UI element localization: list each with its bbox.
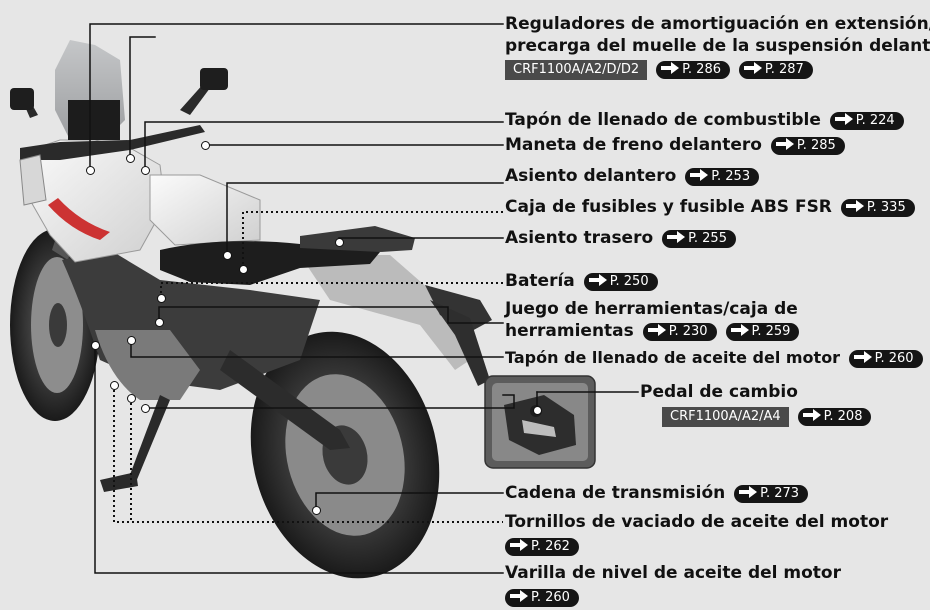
pointer-dot	[201, 141, 210, 150]
pointer-dot	[127, 336, 136, 345]
front-brake-label: Maneta de freno delantero P. 285	[505, 134, 845, 156]
tool-kit-label-2: herramientas P. 230 P. 259	[505, 320, 800, 342]
pointer-dot	[141, 404, 150, 413]
arrow-right-icon	[775, 138, 794, 150]
arrow-right-icon	[510, 539, 528, 551]
front-suspension-label-2: precarga del muelle de la suspensión del…	[505, 36, 930, 56]
arrow-right-icon	[647, 324, 666, 336]
leader-oil-filler	[130, 339, 504, 358]
drive-chain-label: Cadena de transmisión P. 273	[505, 482, 809, 504]
gearshift-label: Pedal de cambio	[640, 382, 798, 402]
arrow-right-icon	[730, 324, 749, 336]
page-ref[interactable]: P. 286	[656, 61, 730, 79]
arrow-right-icon	[845, 200, 864, 212]
page-ref[interactable]: P. 259	[725, 323, 800, 341]
page-ref[interactable]: P. 208	[797, 408, 872, 426]
pointer-dot	[110, 381, 119, 390]
pointer-dot	[157, 294, 166, 303]
drain-bolts-label: Tornillos de vaciado de aceite del motor	[505, 512, 889, 532]
leader-battery	[160, 282, 503, 298]
leader-tool-kit	[158, 306, 504, 324]
tool-kit-label: Juego de herramientas/caja de	[505, 299, 798, 319]
page-ref[interactable]: P. 262	[505, 538, 579, 556]
gearshift-refs: CRF1100A/A2/A4 P. 208	[662, 405, 872, 427]
leader-front-susp-2	[129, 36, 156, 159]
page-ref[interactable]: P. 250	[583, 273, 658, 291]
arrow-right-icon	[853, 351, 872, 363]
arrow-right-icon	[739, 486, 758, 498]
page-ref[interactable]: P. 285	[770, 137, 845, 155]
page-ref[interactable]: P. 224	[829, 112, 904, 130]
model-badge: CRF1100A/A2/A4	[662, 407, 789, 427]
arrow-right-icon	[661, 62, 680, 74]
pointer-dot	[155, 318, 164, 327]
leader-drain-bolts	[113, 385, 503, 523]
arrow-right-icon	[743, 62, 762, 74]
pointer-dot	[126, 154, 135, 163]
front-seat-label: Asiento delantero P. 253	[505, 165, 760, 187]
pointer-dot	[312, 506, 321, 515]
arrow-right-icon	[690, 169, 709, 181]
pointer-dot	[127, 394, 136, 403]
arrow-right-icon	[802, 409, 821, 421]
leader-gearshift	[144, 394, 515, 409]
front-suspension-refs: CRF1100A/A2/D/D2 P. 286 P. 287	[505, 58, 813, 80]
drain-bolts-ref: P. 262	[502, 535, 579, 557]
pointer-dot	[239, 265, 248, 274]
dipstick-label: Varilla de nivel de aceite del motor	[505, 563, 841, 583]
leader-dipstick	[94, 344, 504, 574]
page-ref[interactable]: P. 255	[662, 230, 736, 248]
arrow-right-icon	[667, 231, 686, 243]
page-ref[interactable]: P. 253	[685, 168, 760, 186]
page-ref[interactable]: P. 287	[738, 61, 813, 79]
leader-rear-seat	[338, 237, 504, 243]
pointer-dot	[335, 238, 344, 247]
pointer-dot	[86, 166, 95, 175]
arrow-right-icon	[510, 590, 528, 602]
page-ref[interactable]: P. 335	[840, 199, 915, 217]
gearshift-inset-image	[484, 375, 596, 469]
oil-filler-label: Tapón de llenado de aceite del motor P. …	[505, 347, 923, 369]
dipstick-ref: P. 260	[502, 586, 579, 608]
front-suspension-label: Reguladores de amortiguación en extensió…	[505, 14, 930, 34]
fuel-cap-label: Tapón de llenado de combustible P. 224	[505, 109, 904, 131]
arrow-right-icon	[588, 274, 607, 286]
leader-front-seat	[226, 182, 504, 256]
pointer-dot	[91, 341, 100, 350]
arrow-right-icon	[834, 113, 853, 125]
leader-fuel-cap	[144, 121, 504, 171]
pointer-dot	[223, 251, 232, 260]
page-ref[interactable]: P. 260	[848, 350, 923, 368]
fuse-box-label: Caja de fusibles y fusible ABS FSR P. 33…	[505, 196, 915, 218]
pointer-dot	[533, 406, 542, 415]
model-badge: CRF1100A/A2/D/D2	[505, 60, 648, 80]
page-ref[interactable]: P. 273	[734, 485, 809, 503]
battery-label: Batería P. 250	[505, 270, 658, 292]
leader-front-susp	[89, 23, 504, 171]
pointer-dot	[141, 166, 150, 175]
leader-drive-chain	[315, 492, 504, 511]
leader-fuse-box	[242, 211, 503, 269]
rear-seat-label: Asiento trasero P. 255	[505, 227, 736, 249]
page-ref[interactable]: P. 260	[505, 589, 579, 607]
page-ref[interactable]: P. 230	[642, 323, 717, 341]
